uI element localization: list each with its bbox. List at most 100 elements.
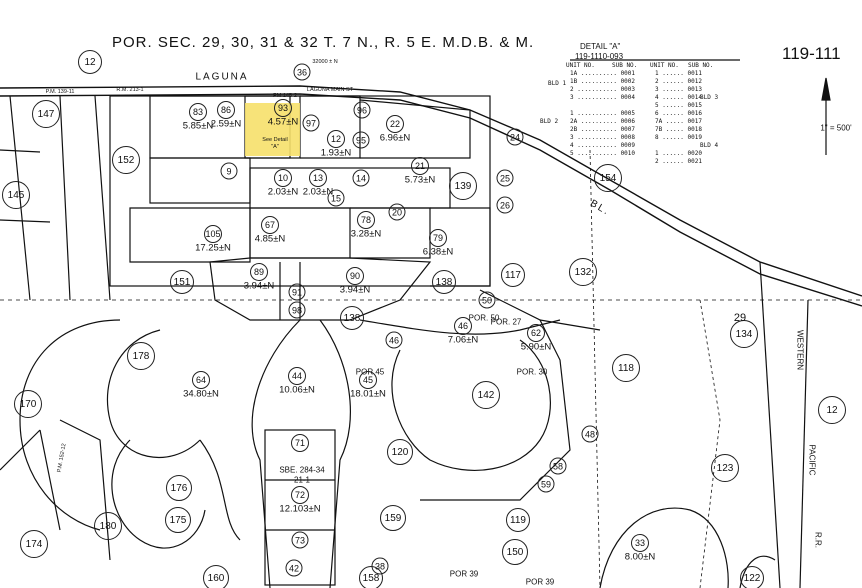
sub-parcel-number: 14 — [352, 169, 370, 187]
see-detail-text: See Detail — [262, 137, 288, 143]
street-western: WESTERN — [795, 330, 805, 370]
parcel-acreage: 2.03±N — [267, 186, 299, 198]
parcel-number-text: 46 — [457, 321, 468, 331]
sub-parcel-number: 95 — [352, 131, 370, 149]
street-laguna: LAGUNA — [195, 71, 249, 83]
area-number-text: 118 — [618, 362, 634, 374]
area-number-text: 142 — [477, 389, 495, 401]
area-number: 150 — [502, 539, 528, 565]
parcel-number: 12 — [327, 130, 345, 148]
parcel-number-text: 67 — [264, 220, 275, 230]
parcel-number-text: 22 — [389, 119, 400, 129]
sub-parcel-number-text: 50 — [481, 295, 492, 305]
parcel-acreage: 1.93±N — [320, 147, 352, 159]
sub-parcel-number-text: 97 — [305, 118, 316, 128]
area-number-text: 176 — [170, 482, 188, 494]
sub-parcel-number: 97 — [302, 114, 320, 132]
sub-parcel-number: 9 — [220, 162, 238, 180]
parcel-number: 22 — [386, 115, 404, 133]
parcel-number-text: 72 — [294, 490, 305, 500]
sub-parcel-number-text: 42 — [288, 563, 299, 573]
sub-parcel-number: 36 — [293, 63, 311, 81]
ref-por50: POR. 50 — [468, 313, 500, 323]
ref-por30: POR. 30 — [516, 367, 548, 377]
sub-parcel-number-text: 9 — [226, 166, 232, 176]
parcel-number: 93 — [274, 99, 292, 117]
sub-parcel-number-text: 46 — [388, 335, 399, 345]
sub-parcel-number: 98 — [288, 301, 306, 319]
sub-parcel-number: 58 — [549, 457, 567, 475]
ref-sbe-2: 21-1 — [293, 475, 311, 485]
ref-por39b: POR 39 — [525, 577, 555, 587]
area-number-text: 150 — [506, 546, 524, 558]
scale-label: 1" = 500' — [820, 123, 852, 133]
parcel-acreage: 5.90±N — [520, 341, 552, 353]
n-coordinate: 32000 ± N — [312, 59, 338, 65]
parcel-number-text: 83 — [192, 107, 203, 117]
parcel-number-text: 93 — [277, 103, 288, 113]
area-number-text: 152 — [117, 154, 135, 166]
area-number: 170 — [14, 390, 42, 418]
parcel-number-text: 33 — [634, 538, 645, 548]
area-number-text: 160 — [207, 572, 225, 584]
parcel-number-text: 86 — [220, 105, 231, 115]
sub-parcel-number-text: 26 — [499, 200, 510, 210]
map-number: 119-111 — [782, 44, 841, 63]
street-laguna-main: LAGUNA MAIN ST — [306, 87, 354, 93]
sub-parcel-number: 48 — [581, 425, 599, 443]
sub-parcel-number: 20 — [388, 203, 406, 221]
parcel-acreage: 6.96±N — [379, 132, 411, 144]
area-number-text: 147 — [37, 108, 55, 120]
sub-parcel-number-text: 59 — [540, 479, 551, 489]
sub-parcel-number-text: 73 — [294, 535, 305, 545]
sub-parcel-number-text: 98 — [291, 305, 302, 315]
detail-a-title: DETAIL "A" — [580, 42, 621, 51]
area-number: 123 — [711, 454, 739, 482]
ref-por39: POR 39 — [449, 569, 479, 579]
area-number-text: 151 — [173, 276, 191, 288]
parcel-number-text: 13 — [312, 173, 323, 183]
ref-sbe: SBE. 284-34 — [279, 465, 325, 475]
area-number: 180 — [94, 512, 122, 540]
parcel-number: 62 — [527, 324, 545, 342]
area-number-text: 175 — [169, 514, 187, 526]
parcel-number: 86 — [217, 101, 235, 119]
parcel-acreage: 6.38±N — [422, 246, 454, 258]
parcel-acreage: 4.57±N — [267, 116, 299, 128]
sub-parcel-number-text: 95 — [355, 135, 366, 145]
area-number: 174 — [20, 530, 48, 558]
parcel-number: 67 — [261, 216, 279, 234]
sub-parcel-number-text: 24 — [509, 132, 520, 142]
parcel-number: 46 — [454, 317, 472, 335]
area-number: 132 — [569, 258, 597, 286]
area-number-text: 134 — [735, 328, 753, 340]
parcel-acreage: 2.03±N — [302, 186, 334, 198]
sub-parcel-number: 59 — [537, 475, 555, 493]
parcel-number: 64 — [192, 371, 210, 389]
sub-parcel-number-text: 36 — [296, 67, 307, 77]
sub-parcel-number: 46 — [385, 331, 403, 349]
area-number: 147 — [32, 100, 60, 128]
detail-left-rows: 1A .......... 0001 1B .......... 0002 2 … — [570, 70, 636, 157]
parcel-acreage: 17.25±N — [195, 242, 231, 254]
parcel-number: 13 — [309, 169, 327, 187]
area-number: 159 — [380, 505, 406, 531]
parcel-acreage: 10.06±N — [279, 384, 315, 396]
parcel-number: 33 — [631, 534, 649, 552]
parcel-acreage: 3.94±N — [339, 284, 371, 296]
parcel-number-text: 45 — [362, 375, 373, 385]
parcel-number: 105 — [204, 225, 222, 243]
detail-right-rows: 1 ...... 0011 2 ...... 0012 3 ...... 001… — [655, 70, 702, 165]
parcel-acreage: 8.00±N — [624, 551, 656, 563]
sub-parcel-number: 15 — [327, 189, 345, 207]
parcel-number-text: 62 — [530, 328, 541, 338]
sub-parcel-number-text: 91 — [291, 287, 302, 297]
area-number: 138 — [432, 270, 456, 294]
area-number: 119 — [506, 508, 530, 532]
area-number: 160 — [203, 565, 229, 588]
detail-bld2: BLD 2 — [540, 118, 559, 125]
detail-bld3: BLD 3 — [700, 94, 719, 101]
parcel-number-text: 44 — [291, 371, 302, 381]
parcel-number-text: 78 — [360, 215, 371, 225]
